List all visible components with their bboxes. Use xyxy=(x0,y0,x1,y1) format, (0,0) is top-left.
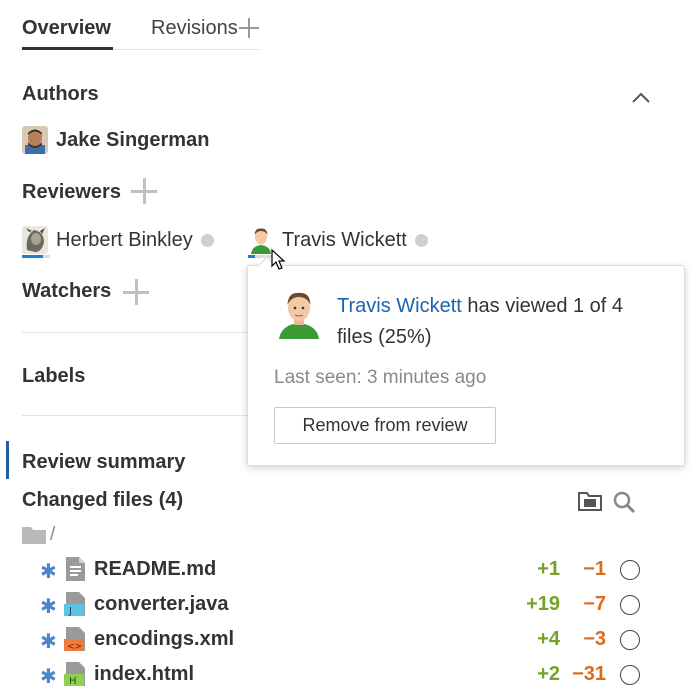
reviewer-link[interactable]: Travis Wickett xyxy=(337,295,462,317)
mark-viewed-radio[interactable] xyxy=(620,595,640,615)
avatar xyxy=(22,126,48,154)
text-file-icon xyxy=(64,556,88,582)
tab-revisions[interactable]: Revisions xyxy=(151,17,238,39)
tab-bar: Overview Revisions xyxy=(22,14,260,50)
add-reviewer-icon[interactable] xyxy=(131,178,157,204)
file-name[interactable]: encodings.xml xyxy=(94,628,235,650)
author-jake[interactable]: Jake Singerman xyxy=(22,122,209,158)
asterisk-icon: ✱ xyxy=(40,631,57,653)
folder-path: / xyxy=(50,524,56,545)
mark-viewed-radio[interactable] xyxy=(620,665,640,685)
file-row[interactable]: ✱ README.md +1 −1 xyxy=(0,553,698,588)
watchers-heading: Watchers xyxy=(22,280,112,302)
add-revision-icon[interactable] xyxy=(237,16,261,40)
folder-tree-icon[interactable] xyxy=(578,490,602,512)
lines-added: +19 xyxy=(526,593,560,615)
reviewers-heading: Reviewers xyxy=(22,181,121,203)
xml-file-icon: <> xyxy=(64,626,88,652)
reviewer-herbert[interactable]: Herbert Binkley xyxy=(22,222,214,258)
file-name[interactable]: README.md xyxy=(94,558,217,580)
lines-removed: −3 xyxy=(583,628,606,650)
remove-from-review-button[interactable]: Remove from review xyxy=(274,407,496,444)
changed-files-heading: Changed files (4) xyxy=(22,489,184,511)
lines-added: +1 xyxy=(537,558,560,580)
html-file-icon: H xyxy=(64,661,88,687)
reviewer-travis[interactable]: Travis Wickett xyxy=(248,222,428,258)
mark-viewed-radio[interactable] xyxy=(620,560,640,580)
avatar xyxy=(276,289,322,339)
search-icon[interactable] xyxy=(612,490,636,514)
last-seen: Last seen: 3 minutes ago xyxy=(274,367,487,388)
asterisk-icon: ✱ xyxy=(40,561,57,583)
authors-heading: Authors xyxy=(22,83,99,105)
file-row[interactable]: ✱ J converter.java +19 −7 xyxy=(0,588,698,623)
labels-heading: Labels xyxy=(22,365,86,387)
selection-indicator xyxy=(6,441,9,479)
review-progress-bar xyxy=(22,255,50,258)
divider xyxy=(22,332,248,333)
lines-removed: −31 xyxy=(572,663,606,685)
lines-removed: −7 xyxy=(583,593,606,615)
add-watcher-icon[interactable] xyxy=(123,279,149,305)
review-progress-fill xyxy=(248,255,255,258)
lines-added: +2 xyxy=(537,663,560,685)
avatar xyxy=(22,226,50,258)
chevron-up-icon[interactable] xyxy=(629,88,653,108)
asterisk-icon: ✱ xyxy=(40,666,57,688)
file-row[interactable]: ✱ <> encodings.xml +4 −3 xyxy=(0,623,698,658)
reviewer-name: Travis Wickett xyxy=(282,229,407,251)
java-file-icon: J xyxy=(64,591,88,617)
reviewer-popover: Travis Wickett has viewed 1 of 4 files (… xyxy=(247,256,685,466)
active-tab-indicator xyxy=(22,47,113,50)
file-name[interactable]: converter.java xyxy=(94,593,229,615)
file-type-letter: J xyxy=(68,606,72,617)
lines-removed: −1 xyxy=(583,558,606,580)
status-dot xyxy=(414,233,428,247)
author-name: Jake Singerman xyxy=(56,129,210,151)
file-row[interactable]: ✱ H index.html +2 −31 xyxy=(0,658,698,693)
tab-overview[interactable]: Overview xyxy=(22,17,111,39)
mouse-cursor-icon xyxy=(271,248,287,271)
viewed-text: has viewed 1 of 4 files (25%) xyxy=(337,295,624,348)
status-dot xyxy=(200,233,214,247)
viewed-summary: Travis Wickett has viewed 1 of 4 files (… xyxy=(337,291,657,353)
mark-viewed-radio[interactable] xyxy=(620,630,640,650)
asterisk-icon: ✱ xyxy=(40,596,57,618)
reviewer-name: Herbert Binkley xyxy=(56,229,193,251)
divider xyxy=(22,415,248,416)
lines-added: +4 xyxy=(537,628,560,650)
file-type-letter: <> xyxy=(67,642,82,652)
file-name[interactable]: index.html xyxy=(94,663,195,685)
avatar xyxy=(248,226,276,258)
review-progress-fill xyxy=(22,255,43,258)
review-progress-bar xyxy=(248,255,276,258)
folder-icon xyxy=(22,525,46,545)
file-type-letter: H xyxy=(69,676,77,687)
review-summary-link[interactable]: Review summary xyxy=(22,451,186,473)
